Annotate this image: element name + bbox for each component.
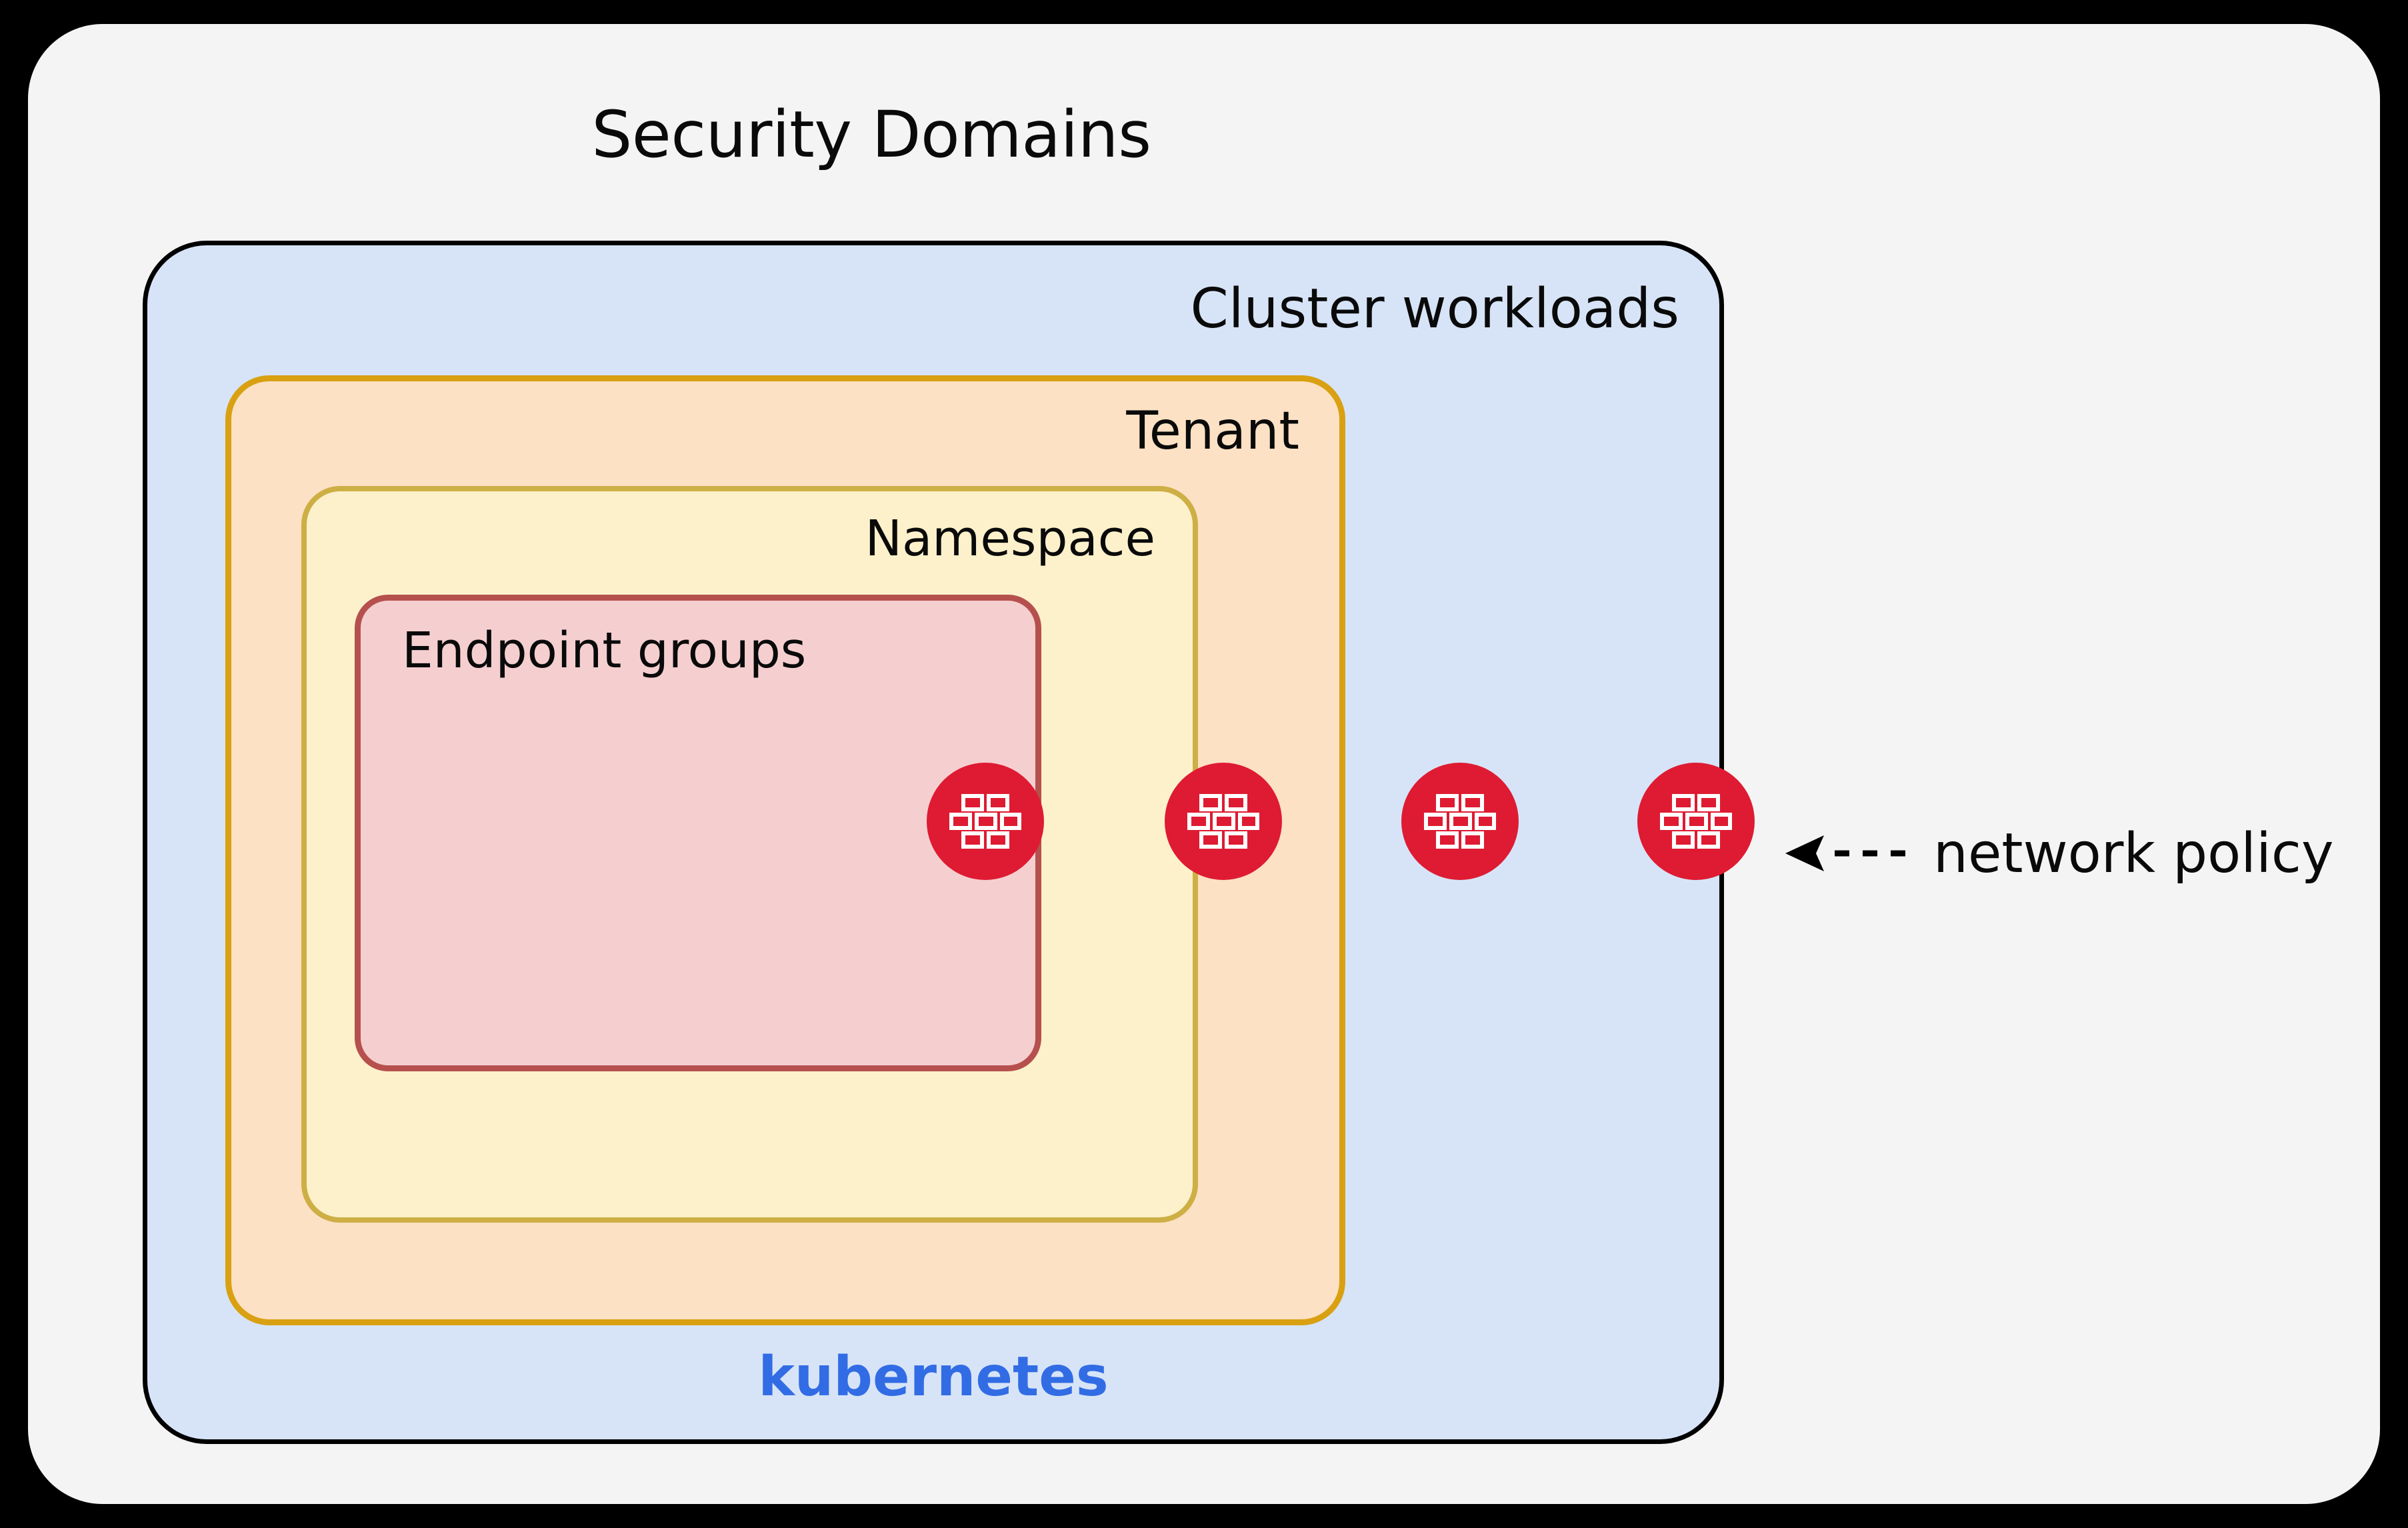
dashed-left-arrow-icon [1781,830,1908,877]
layer-label-endpoint-groups: Endpoint groups [402,622,807,679]
kubernetes-wordmark: kubernetes [758,1345,1109,1409]
firewall-brick-icon [1660,794,1732,849]
layer-label-cluster-workloads: Cluster workloads [1190,277,1679,341]
network-policy-label: network policy [1933,821,2334,885]
network-policy-callout: network policy [1781,821,2333,885]
layer-tenant: Tenant Namespace Endpoint groups [225,375,1345,1325]
firewall-badge-tenant[interactable] [1401,763,1519,880]
firewall-badge-cluster[interactable] [1637,763,1755,880]
layer-label-namespace: Namespace [865,510,1155,567]
firewall-brick-icon [949,794,1021,849]
layer-namespace: Namespace Endpoint groups [301,486,1198,1223]
layer-endpoint-groups: Endpoint groups [355,595,1041,1071]
firewall-brick-icon [1187,794,1259,849]
firewall-badge-endpoint-groups[interactable] [927,763,1044,880]
layer-label-tenant: Tenant [1126,401,1299,461]
firewall-badge-namespace[interactable] [1165,763,1282,880]
page-title: Security Domains [591,97,1151,172]
security-domains-panel: Security Domains Cluster workloads kuber… [28,24,2380,1504]
firewall-brick-icon [1424,794,1496,849]
